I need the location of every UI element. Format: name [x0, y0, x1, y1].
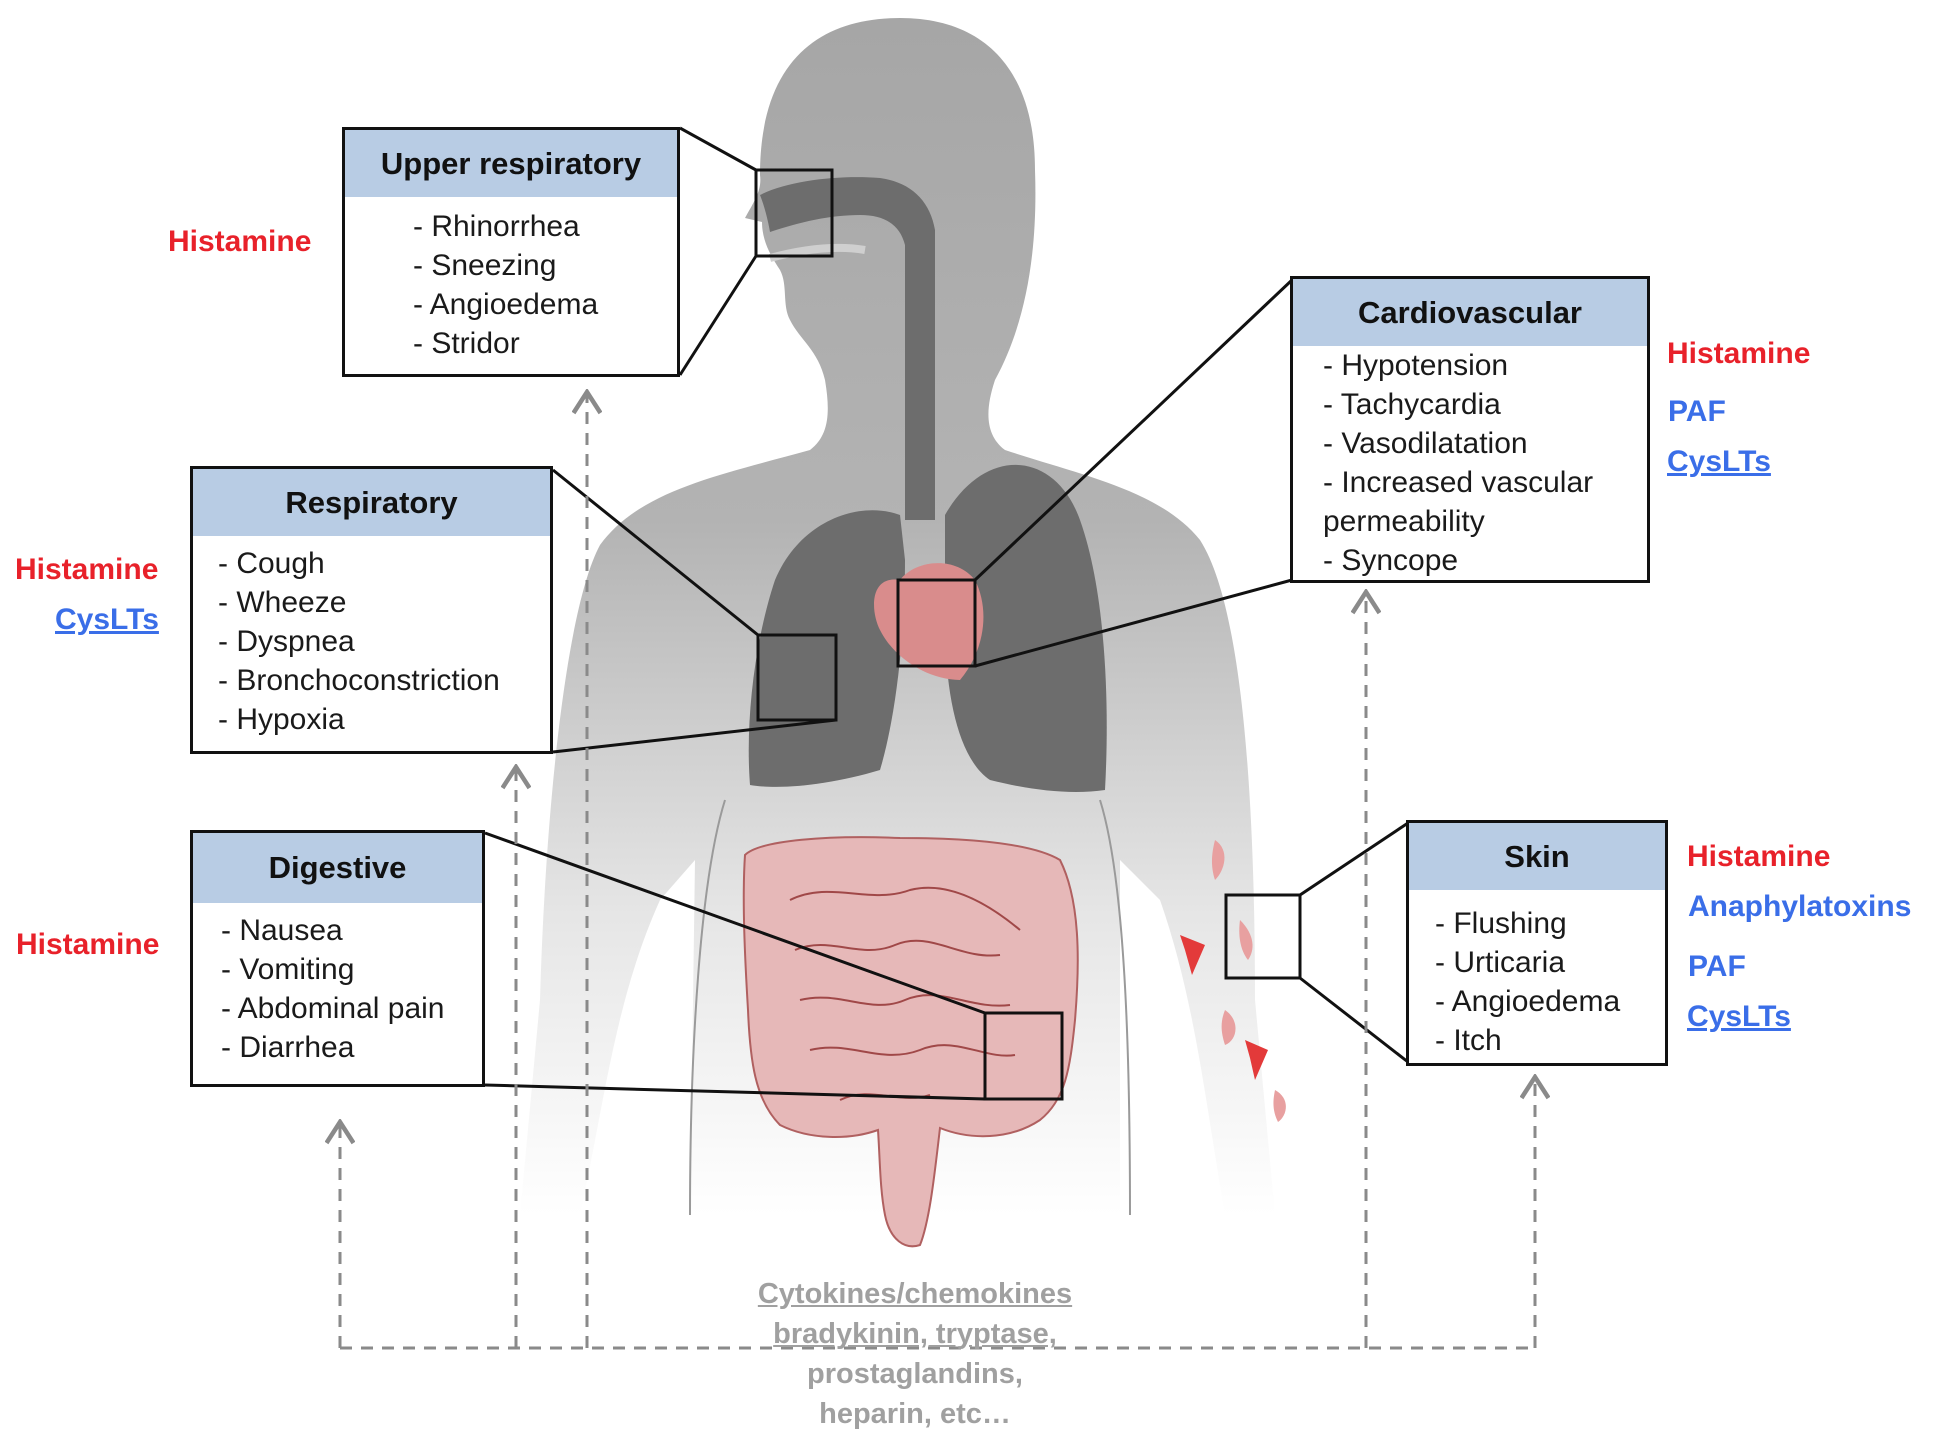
skin-rash	[1180, 840, 1286, 1122]
airway	[760, 177, 935, 520]
upper-respiratory-box: Upper respiratory - Rhinorrhea - Sneezin…	[342, 127, 680, 377]
upper-mediator-histamine: Histamine	[168, 225, 312, 258]
digestive-box: Digestive - Nausea - Vomiting - Abdomina…	[190, 830, 485, 1087]
right-lung	[945, 464, 1107, 792]
cardiovascular-title: Cardiovascular	[1293, 279, 1647, 346]
skin-symptoms: - Flushing - Urticaria - Angioedema - It…	[1409, 890, 1665, 1060]
symptom-item: - Vasodilatation	[1323, 427, 1528, 460]
cardiovascular-box: Cardiovascular - Hypotension - Tachycard…	[1290, 276, 1650, 583]
symptom-item: - Nausea	[221, 914, 343, 947]
respiratory-mediator-histamine: Histamine	[15, 553, 159, 586]
upper-respiratory-title: Upper respiratory	[345, 130, 677, 197]
respiratory-mediator-cyslts: CysLTs	[55, 603, 159, 636]
respiratory-symptoms: - Cough - Wheeze - Dyspnea - Bronchocons…	[193, 536, 550, 739]
symptom-item: - Diarrhea	[221, 1031, 355, 1064]
symptom-item: - Angioedema	[413, 288, 599, 321]
skin-mediator-anaphylatoxins: Anaphylatoxins	[1688, 890, 1912, 923]
symptom-item: - Dyspnea	[218, 625, 355, 658]
symptom-item: - Flushing	[1435, 907, 1567, 940]
right-arm-contour	[1099, 799, 1131, 1216]
symptom-item: - Syncope	[1323, 544, 1459, 577]
intestines	[742, 836, 1079, 1248]
symptom-item: - Urticaria	[1435, 946, 1566, 979]
digestive-title: Digestive	[193, 833, 482, 903]
symptom-item: - Sneezing	[413, 249, 557, 282]
zoom-heart	[896, 578, 977, 668]
symptom-item: - Wheeze	[218, 586, 347, 619]
digestive-mediator-histamine: Histamine	[16, 928, 160, 961]
symptom-item: - Stridor	[413, 327, 520, 360]
cardiovascular-symptoms: - Hypotension - Tachycardia - Vasodilata…	[1293, 346, 1647, 580]
secondary-mediators-line-1: Cytokines/chemokines	[757, 1278, 1073, 1310]
symptom-item: - Abdominal pain	[221, 992, 445, 1025]
left-lung	[748, 510, 905, 787]
symptom-item: - Itch	[1435, 1024, 1502, 1057]
digestive-symptoms: - Nausea - Vomiting - Abdominal pain - D…	[193, 903, 482, 1067]
cardio-mediator-histamine: Histamine	[1667, 337, 1811, 370]
secondary-mediators-line-4: heparin, etc…	[819, 1398, 1011, 1430]
respiratory-box: Respiratory - Cough - Wheeze - Dyspnea -…	[190, 466, 553, 754]
symptom-item: permeability	[1323, 505, 1485, 538]
respiratory-title: Respiratory	[193, 469, 550, 536]
skin-mediator-histamine: Histamine	[1687, 840, 1831, 873]
dashed-arrows	[340, 395, 1535, 1350]
symptom-item: - Angioedema	[1435, 985, 1621, 1018]
symptom-item: - Vomiting	[221, 953, 355, 986]
symptom-item: - Cough	[218, 547, 325, 580]
zoom-intestine	[983, 1011, 1064, 1101]
heart	[874, 563, 984, 680]
upper-respiratory-symptoms: - Rhinorrhea - Sneezing - Angioedema - S…	[345, 197, 677, 363]
zoom-nose	[754, 168, 834, 258]
secondary-mediators-line-2: bradykinin, tryptase,	[773, 1318, 1057, 1350]
symptom-item: - Hypotension	[1323, 349, 1509, 382]
zoom-lung	[756, 633, 838, 722]
symptom-item: - Hypoxia	[218, 703, 345, 736]
skin-box: Skin - Flushing - Urticaria - Angioedema…	[1406, 820, 1668, 1066]
zoom-skin	[1224, 893, 1302, 980]
cardio-mediator-paf: PAF	[1668, 395, 1726, 428]
skin-mediator-cyslts: CysLTs	[1687, 1000, 1791, 1033]
skin-title: Skin	[1409, 823, 1665, 890]
connector-lines	[484, 126, 1409, 1101]
symptom-item: - Rhinorrhea	[413, 210, 580, 243]
symptom-item: - Bronchoconstriction	[218, 664, 500, 697]
secondary-mediators-line-3: prostaglandins,	[807, 1358, 1023, 1390]
left-arm-contour	[689, 799, 726, 1216]
symptom-item: - Increased vascular	[1323, 466, 1594, 499]
symptom-item: - Tachycardia	[1323, 388, 1501, 421]
cardio-mediator-cyslts: CysLTs	[1667, 445, 1771, 478]
skin-mediator-paf: PAF	[1688, 950, 1746, 983]
